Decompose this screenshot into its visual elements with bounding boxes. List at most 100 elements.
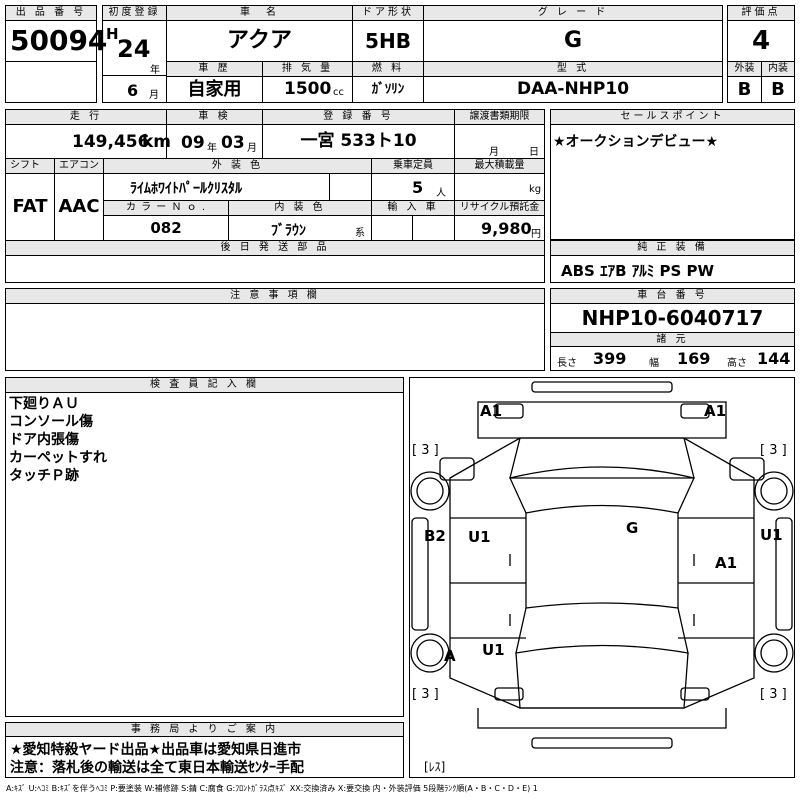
inspector-line: タッチＰ跡: [9, 468, 79, 484]
width-label: 幅: [649, 358, 659, 369]
rear-window: [515, 607, 689, 654]
ac-label: エアコン: [54, 158, 104, 174]
interior-color-box: ﾌﾞﾗｳﾝ 系: [228, 215, 372, 241]
inspector-line: カーペットすれ: [9, 450, 107, 466]
interior-color: ﾌﾞﾗｳﾝ: [271, 223, 306, 239]
chassis-label: 車 台 番 号: [550, 288, 795, 304]
equipment: ABS ｴｱB ｱﾙﾐ PS PW: [561, 262, 715, 280]
lot-number: 50094: [5, 20, 107, 62]
bracket-top-left: [ 3 ]: [412, 443, 439, 458]
inspector-box: 下廻りＡＵ コンソール傷 ドア内張傷 カーペットすれ タッチＰ跡: [5, 392, 404, 717]
height-label: 高さ: [727, 358, 747, 369]
exterior-color: ﾗｲﾑﾎﾜｲﾄﾊﾟｰﾙｸﾘｽﾀﾙ: [130, 181, 242, 197]
left-mirror: [439, 457, 475, 481]
front-right-wheel: [754, 471, 794, 511]
mark-u1-left-door: U1: [468, 528, 491, 546]
chassis-number: NHP10-6040717: [550, 303, 795, 333]
car-diagram-svg: A1 A1 B2 U1 U1 G A1 U1 A [ 3 ] [ 3 ] [ 3…: [410, 381, 794, 774]
later-parts-label: 後 日 発 送 部 品: [5, 240, 545, 256]
vehicle-history: 自家用: [166, 76, 263, 103]
model-label: 型 式: [423, 61, 723, 77]
recycle-box: 9,980 円: [454, 215, 545, 241]
hood: [509, 437, 695, 479]
transfer-deadline-label: 譲渡書類期限: [454, 109, 545, 125]
model-code: DAA-NHP10: [423, 76, 723, 103]
mark-a1-front-right: A1: [704, 402, 726, 420]
width: 169: [677, 349, 711, 368]
right-side-skirt: [775, 517, 793, 631]
grade-label: グ レ ー ド: [423, 5, 723, 21]
damage-diagram: A1 A1 B2 U1 U1 G A1 U1 A [ 3 ] [ 3 ] [ 3…: [409, 377, 795, 778]
rear-left-wheel: [410, 633, 450, 673]
equipment-label: 純 正 装 備: [550, 240, 795, 256]
sales-point-box: ★オークションデビュー★: [550, 124, 795, 240]
bracket-top-right: [ 3 ]: [760, 443, 787, 458]
first-registration-label: 初度登録: [102, 5, 167, 21]
displacement-label: 排 気 量: [262, 61, 353, 77]
legend: A:ｷｽﾞ U:ﾍｺﾐ B:ｷｽﾞを伴うﾍｺﾐ P:要塗装 W:補修跡 S:錆 …: [6, 784, 538, 793]
notes-box: [5, 303, 545, 371]
first-registration-year: 24: [117, 35, 151, 63]
door-type-label: ドア形状: [352, 5, 424, 21]
inspection-month: 03: [221, 133, 245, 153]
inspection-year-unit: 年: [207, 143, 217, 154]
mileage-label: 走 行: [5, 109, 167, 125]
front-bumper: [531, 381, 673, 393]
registration-label: 登 録 番 号: [262, 109, 455, 125]
inspector-line: 下廻りＡＵ: [9, 396, 79, 412]
inspection-month-unit: 月: [247, 143, 257, 154]
transfer-month-unit: 月: [489, 147, 499, 158]
transfer-deadline-box: 月 日: [454, 124, 545, 159]
first-registration-month: 6: [127, 81, 139, 100]
shift: FAT: [5, 173, 55, 241]
resu-label: [ﾚｽ]: [424, 760, 445, 774]
fuel: ｶﾞｿﾘﾝ: [352, 76, 424, 103]
bracket-bottom-right: [ 3 ]: [760, 687, 787, 702]
recycle-unit: 円: [531, 229, 541, 240]
right-mirror: [729, 457, 765, 481]
mark-a-circle: A: [444, 647, 456, 665]
first-registration-month-box: 6 月: [102, 75, 167, 103]
registration-number: 一宮 533ト10: [262, 124, 455, 159]
exterior-grade: B: [727, 76, 762, 103]
office-label: 事 務 局 よ り ご 案 内: [5, 722, 404, 737]
rear-bumper: [531, 737, 673, 749]
interior-grade-label: 内装: [761, 61, 795, 77]
front-left-wheel: [410, 471, 450, 511]
tailgate: [515, 652, 689, 709]
grade: G: [423, 20, 723, 62]
interior-color-suffix: 系: [355, 228, 365, 239]
displacement: 1500: [284, 79, 332, 99]
fuel-label: 燃 料: [352, 61, 424, 77]
import-box-b: [412, 215, 455, 241]
month-unit: 月: [149, 90, 159, 101]
windshield: [509, 466, 695, 514]
office-line-2: 注意：落札後の輸送は全て東日本輸送ｾﾝﾀｰ手配: [10, 760, 304, 776]
rear-right-rim: [760, 639, 788, 667]
notes-label: 注 意 事 項 欄: [5, 288, 545, 304]
height: 144: [757, 349, 791, 368]
body-outline: [449, 437, 755, 709]
capacity: 5: [412, 178, 424, 197]
roof: [525, 513, 679, 609]
bracket-bottom-left: [ 3 ]: [412, 687, 439, 702]
color-number-label: カ ラ ー Ｎ ｏ .: [103, 200, 229, 216]
office-box: ★愛知特殺ヤード出品★出品車は愛知県日進市 注意：落札後の輸送は全て東日本輸送ｾ…: [5, 736, 404, 778]
rear-right-wheel: [754, 633, 794, 673]
score: 4: [727, 20, 795, 62]
rear-left-light: [494, 687, 524, 701]
inspector-line: ドア内張傷: [9, 432, 79, 448]
car-name: アクア: [166, 20, 353, 62]
sales-point-label: セールスポイント: [550, 109, 795, 125]
inspection-year: 09: [181, 133, 205, 153]
exterior-color-label: 外 装 色: [103, 158, 372, 174]
front-right-rim: [760, 477, 788, 505]
front-panel: [477, 401, 727, 439]
capacity-box: 5 人: [371, 173, 455, 201]
mark-u1-left-rear: U1: [482, 641, 505, 659]
rear-left-rim: [416, 639, 444, 667]
lot-number-blank: [5, 61, 97, 103]
office-line-1: ★愛知特殺ヤード出品★出品車は愛知県日進市: [10, 742, 302, 758]
front-right-light: [680, 403, 710, 419]
car-name-label: 車 名: [166, 5, 353, 21]
